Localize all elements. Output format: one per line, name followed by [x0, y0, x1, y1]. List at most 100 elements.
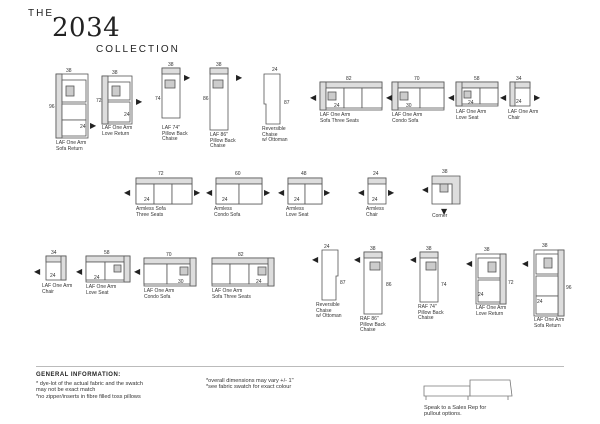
dim: 24: [468, 100, 474, 106]
piece-label: LAF One Arm Love Seat: [456, 109, 487, 121]
piece-label: Armless Chair: [366, 206, 385, 218]
arrow-right-icon: ▶: [534, 93, 541, 102]
general-info-dimensions: *overall dimensions may vary +/- 1" *see…: [206, 378, 294, 391]
piece-row1-love-return: [101, 75, 133, 125]
dim: 24: [516, 99, 522, 105]
piece-label: LAF One Arm Sofa Return: [56, 140, 87, 152]
dim: 30: [178, 279, 184, 285]
piece-label: Corner: [432, 213, 448, 219]
piece-row3-chaise-74: [419, 251, 439, 303]
dim: 24: [537, 299, 543, 305]
dim: 74: [155, 96, 161, 102]
dim: 58: [104, 250, 110, 256]
dim: 24: [124, 112, 130, 118]
arrow-right-icon: ▶: [324, 188, 331, 197]
dim: 38: [216, 62, 222, 68]
arrow-left-icon: ◀: [124, 188, 131, 197]
piece-row3-chair: [45, 255, 67, 281]
piece-row1-chaise-86: [209, 67, 229, 131]
dim: 24: [272, 67, 278, 73]
piece-row3-reversible-chaise: [321, 249, 339, 301]
dim: 48: [301, 171, 307, 177]
piece-label: LAF One Arm Sofa Three Seats: [320, 112, 359, 124]
piece-row3-condo-sofa: [143, 257, 197, 287]
piece-label: LAF One Arm Sofa Three Seats: [212, 288, 251, 300]
piece-row2-armless-condo: [215, 177, 263, 205]
dim: 24: [294, 197, 300, 203]
piece-label: LAF 86" Pillow Back Chaise: [210, 132, 236, 150]
arrow-left-icon: ◀: [354, 255, 361, 264]
general-info-notes: * dye-lot of the actual fabric and the s…: [36, 381, 143, 400]
dim: 38: [370, 246, 376, 252]
arrow-left-icon: ◀: [358, 188, 365, 197]
piece-row1-love-seat: [455, 81, 499, 107]
dim: 58: [474, 76, 480, 82]
piece-row3-love-return: [475, 253, 507, 305]
dim: 87: [284, 100, 290, 106]
dim: 82: [346, 76, 352, 82]
separator-line: [36, 366, 564, 367]
dim: 60: [235, 171, 241, 177]
arrow-right-icon: ▶: [236, 73, 243, 82]
dim: 96: [49, 104, 55, 110]
arrow-left-icon: ◀: [34, 267, 41, 276]
dim: 34: [51, 250, 57, 256]
dim: 38: [426, 246, 432, 252]
arrow-left-icon: ◀: [312, 255, 319, 264]
piece-row2-armless-love: [287, 177, 323, 205]
piece-row1-reversible-chaise: [263, 73, 281, 125]
header-the: THE: [28, 8, 54, 19]
piece-label: LAF One Arm Chair: [508, 109, 539, 121]
piece-row1-sofa-three-seats: [319, 81, 383, 111]
piece-row2-armless-sofa: [135, 177, 193, 205]
piece-label: LAF One Arm Condo Sofa: [144, 288, 175, 300]
dim: 86: [203, 96, 209, 102]
dim: 34: [516, 76, 522, 82]
arrow-left-icon: ◀: [386, 93, 393, 102]
dim: 86: [386, 282, 392, 288]
arrow-left-icon: ◀: [466, 259, 473, 268]
piece-row1-sofa-return: [55, 73, 89, 139]
piece-row3-chaise-86: [363, 251, 383, 315]
arrow-left-icon: ◀: [134, 267, 141, 276]
arrow-left-icon: ◀: [522, 259, 529, 268]
collection-number: 2034: [52, 13, 121, 43]
dim: 24: [478, 292, 484, 298]
dim: 38: [112, 70, 118, 76]
dim: 70: [414, 76, 420, 82]
piece-label: LAF One Arm Love Return: [102, 125, 133, 137]
dim: 24: [50, 273, 56, 279]
dim: 38: [442, 169, 448, 175]
piece-label: LAF One Arm Condo Sofa: [392, 112, 423, 124]
arrow-left-icon: ◀: [278, 188, 285, 197]
piece-row1-chair: [509, 81, 531, 107]
piece-row3-sofa-return: [533, 249, 565, 317]
dim: 24: [334, 103, 340, 109]
arrow-right-icon: ▶: [90, 121, 97, 130]
dim: 24: [222, 197, 228, 203]
piece-label: LAF One Arm Sofa Return: [534, 317, 565, 329]
piece-label: Reversible Chaise w/ Ottoman: [262, 126, 288, 144]
dim: 38: [168, 62, 174, 68]
dim: 30: [406, 103, 412, 109]
piece-row3-love-seat: [85, 255, 131, 283]
arrow-left-icon: ◀: [410, 255, 417, 264]
arrow-left-icon: ◀: [206, 188, 213, 197]
dim: 72: [158, 171, 164, 177]
dim: 96: [566, 285, 572, 291]
dim: 24: [256, 279, 262, 285]
dim: 87: [340, 280, 346, 286]
piece-label: RAF 74" Pillow Back Chaise: [418, 304, 444, 322]
piece-label: LAF One Arm Chair: [42, 283, 73, 295]
arrow-left-icon: ◀: [448, 93, 455, 102]
piece-row2-armless-chair: [367, 177, 387, 205]
dim: 24: [373, 171, 379, 177]
pullout-note: Speak to a Sales Rep for pullout options…: [424, 405, 487, 418]
piece-row1-condo-sofa: [391, 81, 445, 111]
piece-row3-sofa-three: [211, 257, 275, 287]
arrow-left-icon: ◀: [422, 185, 429, 194]
arrow-left-icon: ◀: [76, 267, 83, 276]
arrow-right-icon: ▶: [388, 188, 395, 197]
dim: 72: [508, 280, 514, 286]
